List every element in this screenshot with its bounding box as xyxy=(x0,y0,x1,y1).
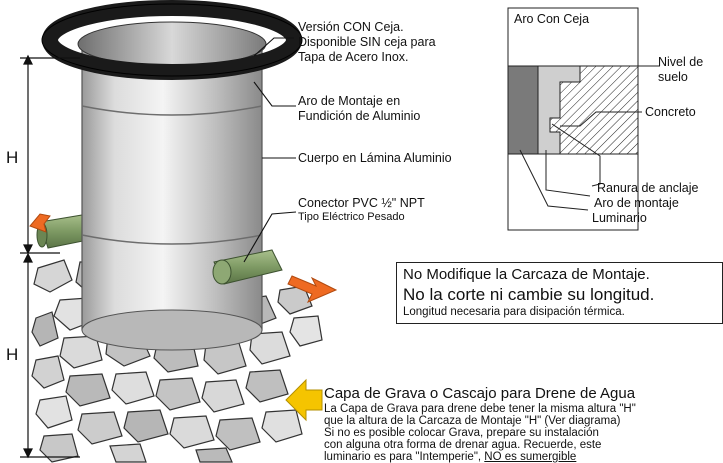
dimension-h-upper: H xyxy=(6,148,19,167)
version-line-3: Tapa de Acero Inox. xyxy=(298,50,409,64)
dimension-h-lower: H xyxy=(6,345,19,364)
version-line-1: Versión CON Ceja. xyxy=(298,20,404,34)
version-line-2: Disponible SIN ceja para xyxy=(298,35,436,49)
mount-ring-callout: Aro de Montaje en Fundición de Aluminio xyxy=(298,94,420,124)
warning-line-3: Longitud necesaria para disipación térmi… xyxy=(403,306,625,318)
ground-level-line-1: Nivel de xyxy=(658,55,704,69)
mounting-housing xyxy=(36,0,303,351)
concrete-label: Concreto xyxy=(645,105,696,119)
detail-ring-diagram xyxy=(507,7,660,231)
mount-ring-line-2: Fundición de Aluminio xyxy=(298,109,421,123)
drain-line-1: La Capa de Grava para drene debe tener l… xyxy=(324,403,636,415)
drain-line-2: que la altura de la Carcaza de Montaje "… xyxy=(324,415,621,427)
ground-level-line-2: suelo xyxy=(658,70,688,84)
ground-level-label: Nivel de suelo xyxy=(658,55,703,85)
drain-line-3: Si no es posible colocar Grava, prepare … xyxy=(324,427,599,439)
ring-label: Aro de montaje xyxy=(594,196,679,210)
connector-line-1: Conector PVC ½" NPT xyxy=(298,196,425,210)
drain-line-5-text: luminario es para "Intemperie", xyxy=(324,451,485,463)
drain-title: Capa de Grava o Cascajo para Drene de Ag… xyxy=(324,385,636,402)
orange-arrow-right-icon xyxy=(287,275,338,303)
mount-ring-line-1: Aro de Montaje en xyxy=(298,94,401,108)
version-callout: Versión CON Ceja. Disponible SIN ceja pa… xyxy=(298,20,436,65)
drain-line-5: luminario es para "Intemperie", NO es su… xyxy=(324,451,723,463)
detail-title: Aro Con Ceja xyxy=(514,12,590,26)
connector-line-2: Tipo Eléctrico Pesado xyxy=(298,211,405,223)
callout-leaders xyxy=(243,37,297,263)
groove-label: Ranura de anclaje xyxy=(597,181,699,195)
drain-info: Capa de Grava o Cascajo para Drene de Ag… xyxy=(324,385,723,463)
dimension-lines xyxy=(20,54,80,459)
body-callout: Cuerpo en Lámina Aluminio xyxy=(298,151,452,165)
luminaire-label: Luminario xyxy=(592,211,647,225)
connector-callout: Conector PVC ½" NPT Tipo Eléctrico Pesad… xyxy=(298,196,425,224)
drain-line-4: con alguna otra forma de drenar agua. Re… xyxy=(324,439,602,451)
drain-not-submersible: NO es sumergible xyxy=(484,451,577,463)
warning-line-1: No Modifique la Carcaza de Montaje. xyxy=(403,266,650,283)
warning-line-2: No la corte ni cambie su longitud. xyxy=(403,285,655,304)
yellow-arrow-icon xyxy=(285,378,323,422)
warning-box: No Modifique la Carcaza de Montaje. No l… xyxy=(396,262,723,324)
orange-arrow-left-icon xyxy=(29,213,51,233)
